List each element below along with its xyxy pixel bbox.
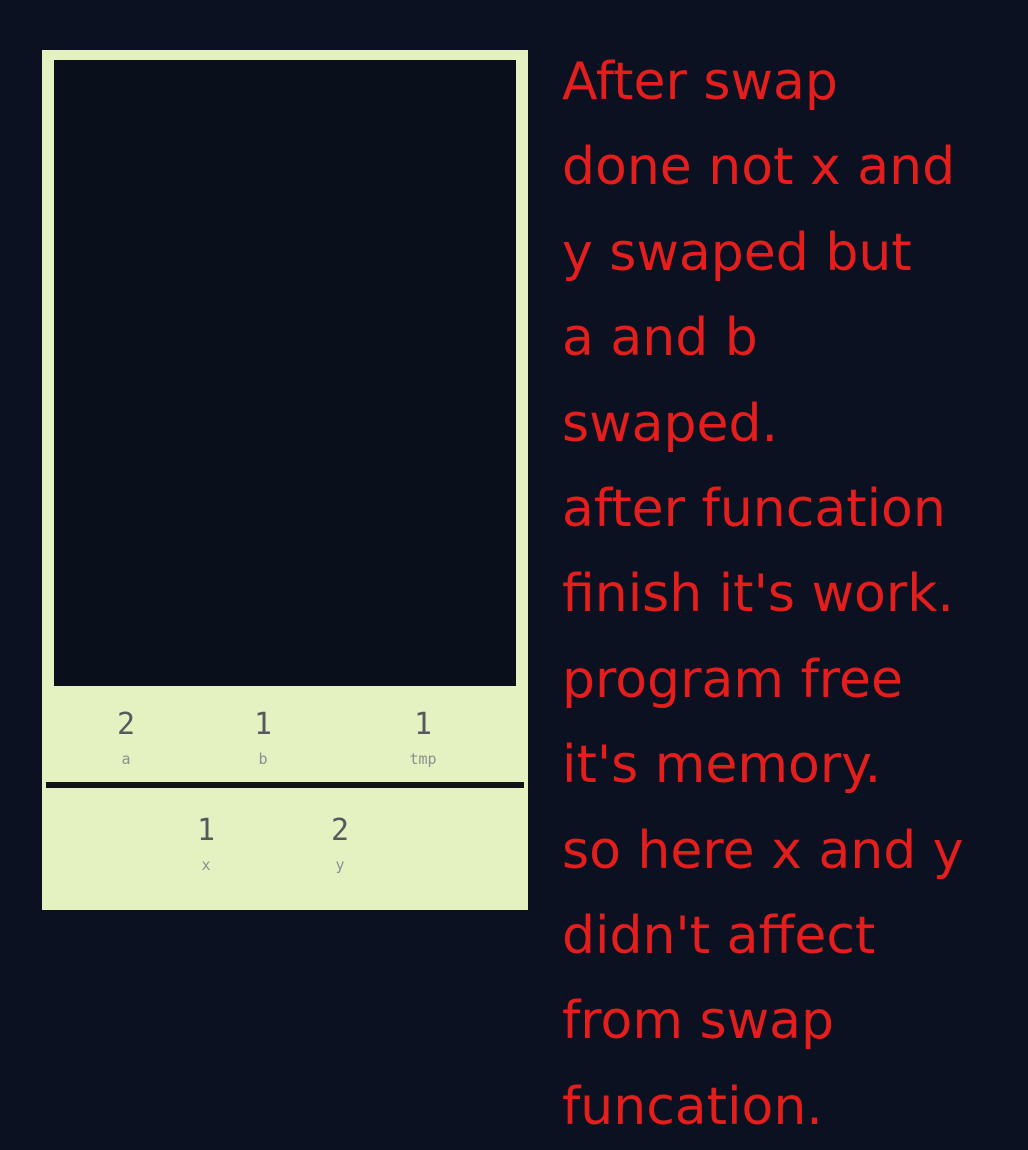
explanation-line: after funcation: [562, 479, 946, 540]
variable-a-name: a: [121, 750, 131, 768]
variable-x: 1 x: [166, 814, 246, 876]
main-stack-frame: 1 x 2 y: [42, 792, 528, 910]
variable-b-value: 1: [253, 707, 273, 742]
variable-y-name: y: [335, 856, 345, 874]
variable-y: 2 y: [300, 814, 380, 876]
explanation-line: After swap: [562, 52, 838, 112]
variable-x-name: x: [201, 856, 211, 874]
explanation-text: After swap done not x and y swaped but a…: [562, 40, 1022, 1150]
swap-stack-frame: 2 a 1 b 1 tmp: [42, 690, 528, 830]
explanation-line: it's memory.: [562, 735, 882, 796]
variable-a-value: 2: [116, 707, 136, 742]
explanation-line: funcation.: [562, 1076, 823, 1137]
memory-diagram: 2 a 1 b 1 tmp 1 x 2 y: [42, 50, 528, 910]
explanation-line: done not x and: [562, 137, 956, 198]
explanation-line: so here x and y: [562, 820, 964, 881]
explanation-line: swaped.: [562, 393, 779, 454]
explanation-line: finish it's work.: [562, 564, 954, 625]
variable-b: 1 b: [223, 708, 303, 770]
explanation-line: a and b: [562, 308, 758, 369]
variable-tmp-name: tmp: [409, 750, 437, 768]
explanation-line: program free: [562, 649, 904, 710]
explanation-line: didn't affect: [562, 906, 876, 967]
variable-y-value: 2: [330, 813, 350, 848]
variable-b-name: b: [258, 750, 268, 768]
variable-x-value: 1: [196, 813, 216, 848]
stack-frame-divider: [46, 782, 524, 788]
explanation-line: y swaped but: [562, 222, 912, 283]
variable-a: 2 a: [86, 708, 166, 770]
unused-memory-area: [54, 60, 516, 686]
variable-tmp-value: 1: [413, 707, 433, 742]
variable-tmp: 1 tmp: [383, 708, 463, 770]
explanation-line: from swap: [562, 991, 835, 1052]
